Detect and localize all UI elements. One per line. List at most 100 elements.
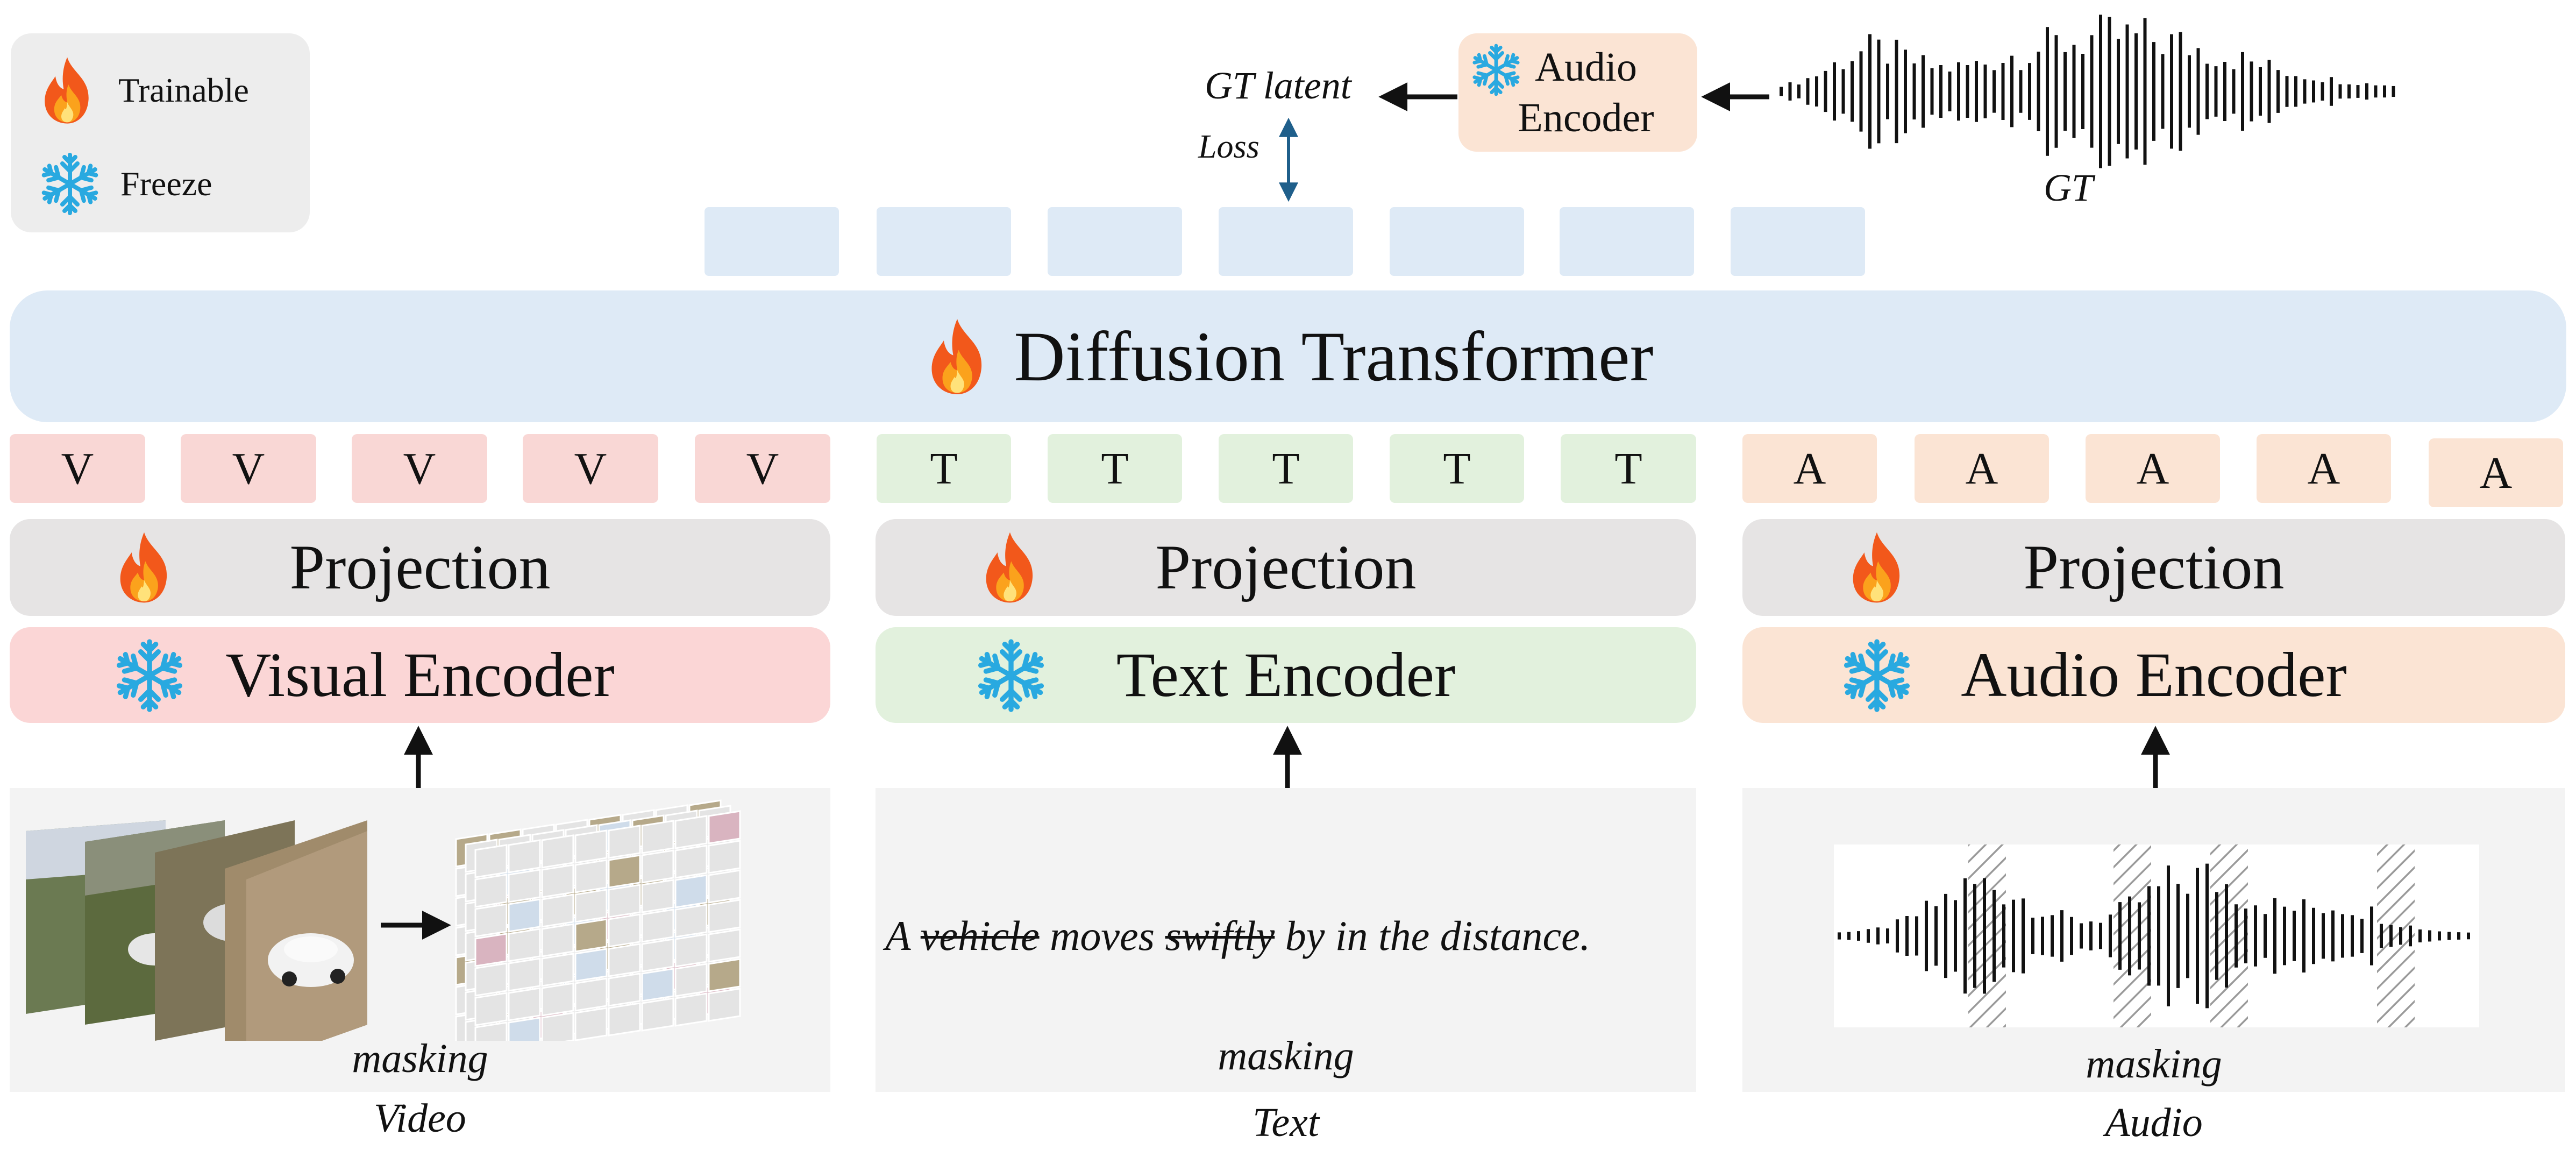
visual-up-arrow	[404, 726, 433, 790]
video-patch	[474, 1021, 508, 1041]
video-patch	[641, 938, 674, 972]
video-patch	[574, 977, 608, 1012]
diffusion-transformer: Diffusion Transformer	[10, 290, 2566, 422]
visual-projection: Projection	[10, 519, 830, 616]
video-patch	[508, 987, 541, 1021]
video-patch	[641, 968, 674, 1002]
visual-token: V	[695, 434, 830, 503]
audio-token: A	[2257, 434, 2391, 503]
top-audio-encoder-line2: Encoder	[1518, 95, 1654, 140]
video-patch	[608, 825, 641, 859]
video-patch	[708, 840, 741, 874]
video-patch	[508, 928, 541, 962]
video-patch	[474, 992, 508, 1026]
text-input-panel: A vehicle moves swiftly by in the distan…	[876, 788, 1696, 1092]
video-patch	[608, 913, 641, 948]
loss-arrow	[1279, 117, 1298, 202]
video-patch	[674, 992, 708, 1027]
snowflake-icon	[38, 152, 102, 216]
video-patch	[674, 904, 708, 938]
video-patch	[708, 928, 741, 963]
video-patch	[708, 988, 741, 1022]
snowflake-icon	[1839, 638, 1915, 713]
video-patch	[608, 854, 641, 889]
visual-token: V	[181, 434, 316, 503]
diffusion-transformer-title: Diffusion Transformer	[1014, 317, 1654, 396]
audio-projection-label: Projection	[2023, 532, 2285, 602]
audio-encoder: Audio Encoder	[1742, 627, 2565, 723]
output-token	[877, 207, 1011, 276]
video-patch	[541, 864, 574, 898]
masked-audio-waveform	[1834, 844, 2479, 1027]
text-token: T	[877, 434, 1011, 503]
video-patch	[608, 972, 641, 1007]
audio-input-panel: masking	[1742, 788, 2565, 1092]
video-patch	[474, 844, 508, 878]
video-patch	[641, 879, 674, 913]
visual-token: V	[10, 434, 145, 503]
visual-encoder: Visual Encoder	[10, 627, 830, 723]
masked-segment	[2377, 844, 2415, 1027]
sentence-word: by in the distance.	[1275, 912, 1591, 959]
legend-trainable: Trainable	[38, 55, 249, 126]
video-patch	[474, 933, 508, 967]
top-audio-encoder-line1: Audio	[1534, 45, 1637, 90]
masked-word: vehicle	[920, 912, 1040, 959]
sentence-word: moves	[1039, 912, 1165, 959]
video-patch	[674, 874, 708, 908]
video-patch	[708, 810, 741, 844]
video-patch	[541, 953, 574, 987]
output-token	[705, 207, 839, 276]
text-encoder: Text Encoder	[876, 627, 1696, 723]
audio-encoder-label: Audio Encoder	[1961, 640, 2347, 710]
video-patch	[474, 903, 508, 938]
loss-label: Loss	[1198, 129, 1259, 165]
output-token	[1731, 207, 1865, 276]
video-patch	[574, 889, 608, 923]
text-token: T	[1390, 434, 1524, 503]
audio-token: A	[1915, 434, 2049, 503]
audio-token: A	[2086, 434, 2220, 503]
video-patch	[641, 997, 674, 1032]
gt-latent-label: GT latent	[1205, 64, 1351, 107]
gt-label: GT	[2044, 166, 2094, 209]
text-encoder-label: Text Encoder	[1116, 640, 1456, 710]
legend-trainable-label: Trainable	[118, 71, 249, 109]
text-token: T	[1561, 434, 1696, 503]
video-input-panel: masking	[10, 788, 830, 1092]
arrow-from-gt	[1701, 82, 1769, 111]
snowflake-icon	[973, 638, 1049, 713]
video-patch	[541, 1012, 574, 1041]
video-patch	[508, 1017, 541, 1041]
output-token	[1048, 207, 1182, 276]
audio-token: A	[1742, 434, 1877, 503]
legend-freeze: Freeze	[38, 152, 212, 216]
gt-waveform	[1780, 15, 2395, 168]
fire-icon	[922, 316, 992, 397]
video-patch	[641, 849, 674, 884]
text-up-arrow	[1273, 726, 1302, 790]
video-patch	[508, 957, 541, 992]
video-patch	[541, 893, 574, 928]
sentence-word: A	[885, 912, 921, 959]
masked-sentence: A vehicle moves swiftly by in the distan…	[885, 912, 1590, 960]
visual-token: V	[523, 434, 658, 503]
snowflake-icon	[1469, 43, 1523, 97]
video-patch	[708, 958, 741, 992]
text-token: T	[1219, 434, 1353, 503]
video-patch	[674, 844, 708, 879]
output-token	[1560, 207, 1694, 276]
video-patch	[708, 899, 741, 933]
video-patch	[541, 834, 574, 869]
video-patch	[674, 963, 708, 997]
video-patch	[508, 839, 541, 874]
audio-up-arrow	[2141, 726, 2170, 790]
audio-projection: Projection	[1742, 519, 2565, 616]
video-patch	[608, 1002, 641, 1037]
video-patch	[708, 869, 741, 904]
text-projection-label: Projection	[1155, 532, 1417, 602]
video-patch	[674, 815, 708, 849]
visual-projection-label: Projection	[289, 532, 551, 602]
video-masking-label: masking	[352, 1036, 488, 1081]
video-patch	[474, 874, 508, 908]
